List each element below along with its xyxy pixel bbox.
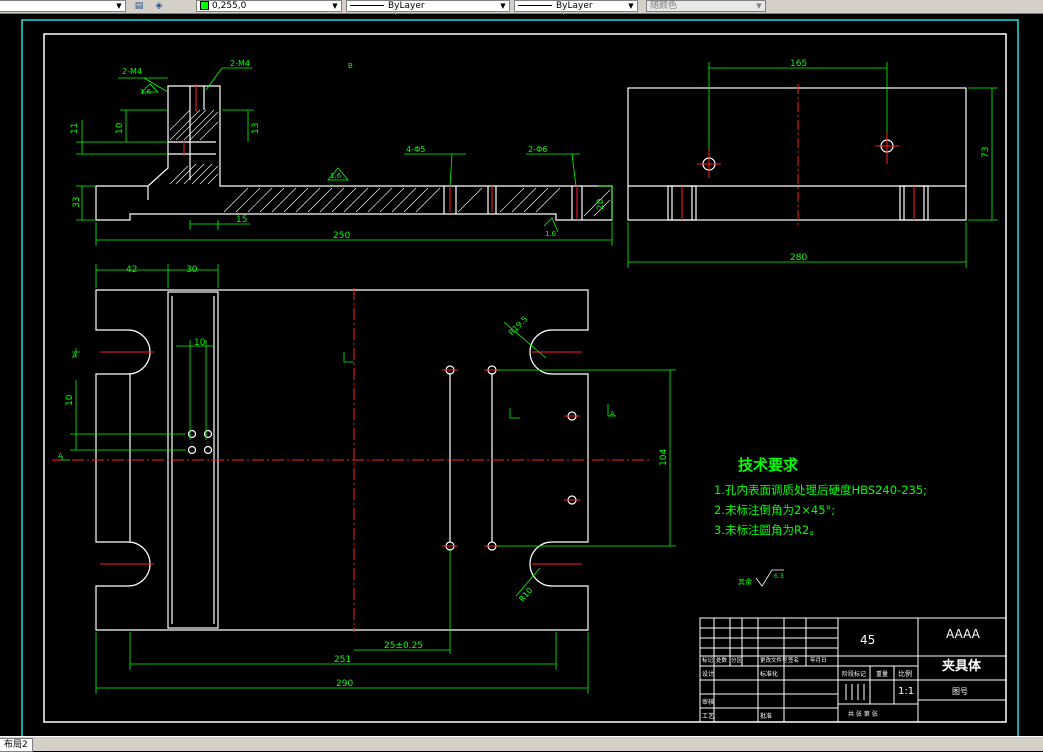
side-dim-texts: 165 280 73 [790, 59, 991, 263]
svg-text:1.6: 1.6 [545, 230, 557, 238]
plotstyle-value: 随颜色 [650, 1, 678, 11]
stage-label: 阶段标记 [842, 670, 866, 678]
svg-text:标准化: 标准化 [760, 670, 778, 678]
svg-text:11: 11 [70, 123, 80, 134]
svg-text:其余: 其余 [738, 577, 752, 586]
technical-requirements: 技术要求 1.孔内表面调质处理后硬度HBS240-235; 2.未标注倒角为2×… [714, 456, 927, 537]
svg-text:280: 280 [790, 253, 807, 263]
layer-state-icon[interactable]: ▤ [134, 1, 144, 11]
layer-previous-icon[interactable]: ◈ [155, 1, 163, 11]
svg-text:A: A [58, 452, 63, 460]
title-block-texts: 45 AAAA 夹具体 比例 1:1 图号 重量 阶段标记 共 张 第 张 标记… [702, 627, 982, 720]
svg-text:A: A [72, 352, 77, 360]
sheet-text: 共 张 第 张 [848, 710, 878, 718]
svg-text:A: A [610, 410, 615, 418]
svg-text:2-M4: 2-M4 [122, 67, 142, 76]
svg-text:15: 15 [236, 215, 247, 225]
svg-text:42: 42 [126, 265, 137, 275]
part-name: 夹具体 [942, 658, 982, 674]
color-dropdown[interactable]: 0,255,0 ▼ [196, 0, 342, 12]
scale-value: 1:1 [898, 686, 914, 697]
chevron-down-icon: ▼ [628, 2, 634, 10]
svg-text:审核: 审核 [702, 698, 714, 706]
plan-dimensions [61, 264, 676, 694]
svg-text:290: 290 [336, 679, 353, 689]
side-centerlines [681, 84, 915, 226]
front-dimensions [76, 67, 613, 246]
properties-toolbar: ▼ ▤ ◈ 0,255,0 ▼ ByLayer ▼ ByLayer ▼ 随颜色 … [0, 0, 1043, 14]
svg-text:25±0.25: 25±0.25 [384, 641, 423, 651]
weight-label: 重量 [876, 670, 888, 678]
cad-drawing: 250 15 20 33 11 10 13 2-M4 2-M4 4-Φ5 2-Φ… [21, 19, 1019, 741]
drawing-canvas[interactable]: 250 15 20 33 11 10 13 2-M4 2-M4 4-Φ5 2-Φ… [0, 14, 1043, 741]
drawing-no-label: 图号 [952, 687, 968, 696]
drawing-border [43, 33, 1007, 723]
svg-text:更改文件号: 更改文件号 [760, 656, 788, 664]
svg-text:工艺: 工艺 [702, 712, 714, 720]
plan-dim-texts: 42 30 10 10 R19.5 R10 104 25±0.25 251 29… [58, 62, 669, 689]
scale-label: 比例 [898, 669, 912, 678]
layer-dropdown[interactable]: ▼ [0, 0, 126, 12]
svg-text:73: 73 [981, 147, 991, 158]
svg-text:33: 33 [72, 197, 82, 208]
plan-centerlines [52, 288, 650, 632]
linetype-value: ByLayer [388, 1, 425, 11]
tech-note-3: 3.未标注圆角为R2。 [714, 523, 821, 537]
linetype-preview [350, 5, 384, 6]
svg-text:30: 30 [186, 265, 198, 275]
svg-text:2-Φ6: 2-Φ6 [528, 145, 547, 154]
svg-text:年月日: 年月日 [810, 656, 827, 664]
svg-text:6.3: 6.3 [774, 573, 784, 580]
side-dimensions [627, 62, 998, 268]
svg-text:分区: 分区 [731, 656, 743, 664]
chevron-down-icon: ▼ [116, 2, 122, 10]
svg-text:R10: R10 [517, 586, 534, 604]
svg-text:250: 250 [333, 231, 350, 241]
front-dim-texts: 250 15 20 33 11 10 13 2-M4 2-M4 4-Φ5 2-Φ… [70, 59, 606, 241]
color-value: 0,255,0 [212, 1, 247, 11]
svg-text:104: 104 [659, 449, 669, 466]
section-hatching [169, 109, 611, 217]
svg-text:4-Φ5: 4-Φ5 [406, 145, 425, 154]
linetype-dropdown[interactable]: ByLayer ▼ [346, 0, 510, 12]
svg-text:标记: 标记 [702, 656, 714, 664]
svg-text:10: 10 [194, 338, 206, 348]
side-view [627, 87, 967, 221]
svg-text:1.6: 1.6 [140, 88, 152, 96]
tech-title: 技术要求 [738, 456, 799, 474]
svg-text:165: 165 [790, 59, 807, 69]
svg-text:13: 13 [251, 123, 261, 134]
svg-text:1.6: 1.6 [330, 172, 342, 180]
svg-text:20: 20 [596, 198, 606, 210]
chevron-down-icon: ▼ [500, 2, 506, 10]
plotstyle-dropdown: 随颜色 ▼ [646, 0, 766, 12]
layout-tab-bar: 布局2 [0, 736, 1043, 752]
svg-text:签名: 签名 [788, 656, 799, 664]
lineweight-dropdown[interactable]: ByLayer ▼ [514, 0, 638, 12]
svg-text:2-M4: 2-M4 [230, 59, 250, 68]
material: 45 [860, 633, 875, 647]
tech-note-1: 1.孔内表面调质处理后硬度HBS240-235; [714, 483, 927, 497]
front-red-centerlines [183, 84, 578, 220]
svg-text:设计: 设计 [702, 670, 714, 678]
svg-text:251: 251 [334, 655, 351, 665]
svg-text:10: 10 [65, 394, 75, 406]
title-block [699, 617, 1007, 723]
tech-note-2: 2.未标注倒角为2×45°; [714, 503, 835, 517]
chevron-down-icon: ▼ [756, 2, 762, 10]
company-name: AAAA [946, 627, 981, 641]
chevron-down-icon: ▼ [332, 2, 338, 10]
svg-text:B: B [348, 62, 353, 70]
lineweight-preview [518, 5, 552, 6]
svg-text:处数: 处数 [716, 656, 728, 664]
color-swatch [200, 1, 209, 10]
roughness-symbol: 其余 6.3 [738, 569, 784, 587]
lineweight-value: ByLayer [556, 1, 593, 11]
svg-text:批准: 批准 [760, 712, 772, 720]
svg-text:10: 10 [115, 122, 125, 134]
